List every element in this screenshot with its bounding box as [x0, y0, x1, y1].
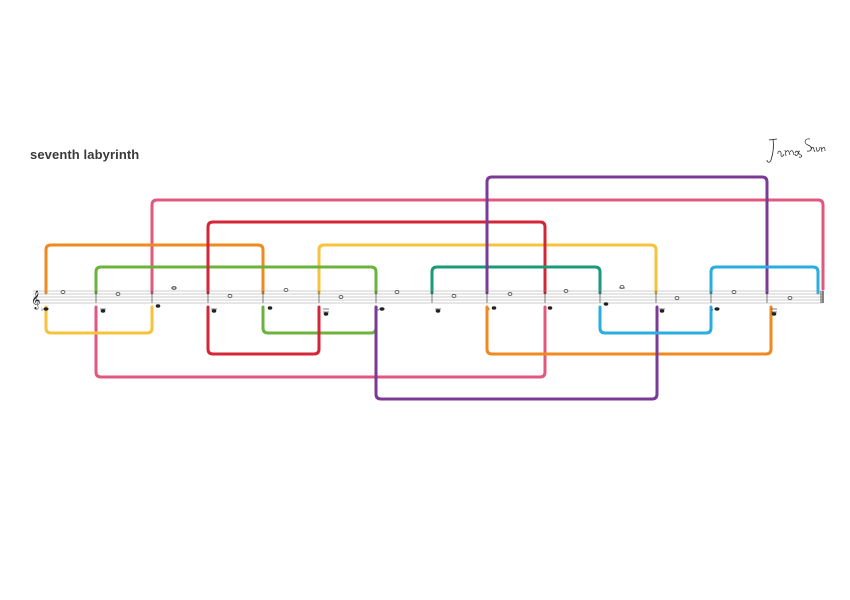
path-red-top	[206, 220, 547, 295]
score-title: seventh labyrinth	[30, 147, 140, 162]
composer-signature	[766, 138, 826, 163]
path-red-bottom	[206, 305, 321, 356]
treble-clef-icon: 𝄞	[31, 290, 40, 310]
path-teal-top	[430, 265, 602, 295]
path-orange-top	[44, 243, 265, 295]
path-green-top	[94, 265, 378, 295]
svg-text:♮: ♮	[488, 307, 490, 313]
notes: ♭ ♭ ♮ ♭	[41, 285, 793, 316]
music-staff	[33, 290, 823, 304]
path-blue-top	[709, 265, 820, 295]
svg-text:♭: ♭	[711, 307, 713, 313]
path-purple-top	[485, 175, 769, 295]
barlines	[95, 291, 824, 303]
path-pink-bottom	[94, 305, 547, 379]
path-purple-bottom	[374, 305, 659, 401]
path-yellow-bottom	[44, 305, 154, 335]
path-blue-bottom	[598, 305, 713, 335]
svg-text:♭: ♭	[377, 307, 379, 313]
path-orange-bottom	[485, 305, 773, 356]
svg-text:♭: ♭	[41, 307, 43, 313]
